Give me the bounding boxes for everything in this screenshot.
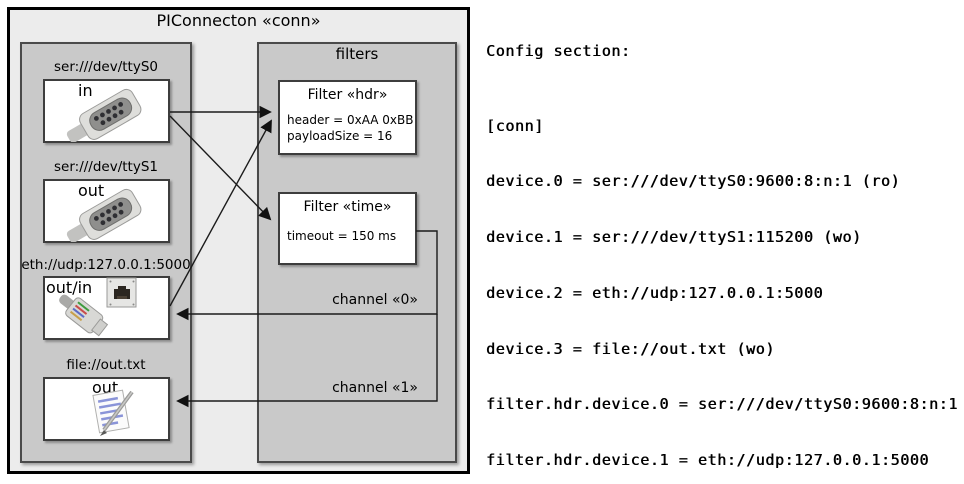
filters-panel-title: filters xyxy=(335,45,379,63)
config-line: device.0 = ser:///dev/ttyS0:9600:8:n:1 (… xyxy=(486,172,901,191)
filter-time-title: Filter «time» xyxy=(303,199,392,215)
filter-hdr-box: Filter «hdr» header = 0xAA 0xBB payloadS… xyxy=(278,80,417,155)
config-line: [conn] xyxy=(486,116,544,135)
config-line: filter.hdr.device.1 = eth://udp:127.0.0.… xyxy=(486,451,930,470)
serial-db9-connector-icon xyxy=(66,88,142,142)
device-ttyS0-direction: in xyxy=(78,81,93,100)
filter-hdr-param-payloadsize: payloadSize = 16 xyxy=(287,129,393,143)
filter-hdr-title: Filter «hdr» xyxy=(307,87,388,103)
config-section: Config section: [conn] device.0 = ser://… xyxy=(486,5,962,484)
filter-time-param-timeout: timeout = 150 ms xyxy=(287,229,397,243)
channel-0-label: channel «0» xyxy=(332,292,418,308)
device-eth-label: eth://udp:127.0.0.1:5000 xyxy=(21,257,191,273)
channel-1-label: channel «1» xyxy=(332,380,418,396)
device-file-label: file://out.txt xyxy=(66,357,146,373)
device-ttyS1-direction: out xyxy=(78,181,105,200)
ethernet-jack-icon xyxy=(106,277,137,308)
config-line: device.2 = eth://udp:127.0.0.1:5000 xyxy=(486,283,824,302)
ethernet-plug-icon xyxy=(59,294,109,337)
config-heading: Config section: xyxy=(486,42,631,61)
notepad-pen-icon xyxy=(92,389,134,436)
serial-db9-connector-icon xyxy=(66,188,142,242)
device-ttyS1-label: ser:///dev/ttyS1 xyxy=(54,159,158,175)
diagram-title: PIConnecton «conn» xyxy=(156,11,321,30)
device-eth-direction: out/in xyxy=(46,278,93,297)
config-line: device.1 = ser:///dev/ttyS1:115200 (wo) xyxy=(486,228,862,247)
filter-time-box: Filter «time» timeout = 150 ms xyxy=(278,192,417,265)
config-line: filter.hdr.device.0 = ser:///dev/ttyS0:9… xyxy=(486,395,958,414)
config-line: device.3 = file://out.txt (wo) xyxy=(486,339,775,358)
device-ttyS0-label: ser:///dev/ttyS0 xyxy=(54,59,158,75)
device-eth-box xyxy=(43,276,170,340)
filter-hdr-param-header: header = 0xAA 0xBB xyxy=(287,113,414,127)
